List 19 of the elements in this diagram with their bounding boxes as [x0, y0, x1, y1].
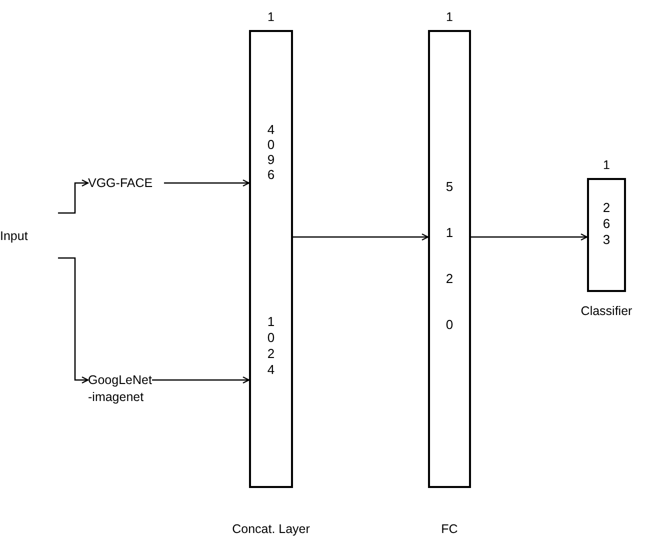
layer-size: 5120: [446, 178, 454, 334]
arrow: [152, 376, 250, 384]
layer-depth: 1: [446, 9, 453, 26]
node-label: VGG-FACE: [88, 174, 153, 192]
layer-size: 263: [602, 200, 610, 248]
arrow: [58, 179, 89, 214]
arrow: [471, 233, 588, 241]
layer-size: 1024: [267, 314, 275, 378]
layer-name: FC: [441, 521, 458, 538]
arrow: [293, 233, 429, 241]
layer-size: 4096: [267, 122, 275, 182]
layer-name: Classifier: [580, 303, 632, 320]
layer-name: Concat. Layer: [232, 521, 310, 538]
arrow: [58, 257, 89, 384]
layer-depth: 1: [603, 157, 610, 174]
arrow: [164, 179, 250, 187]
layer-depth: 1: [268, 9, 274, 26]
node-label: GoogLeNet -imagenet: [88, 372, 152, 406]
node-label: Input: [0, 228, 28, 244]
